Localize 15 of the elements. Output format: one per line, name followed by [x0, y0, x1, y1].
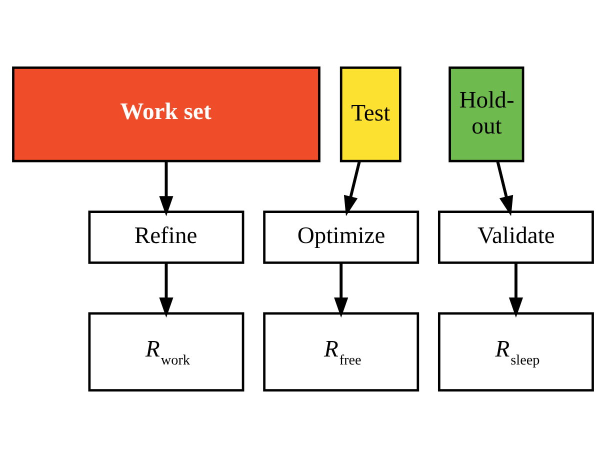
node-box: Test: [340, 66, 402, 162]
node-box: Hold-out: [448, 66, 524, 162]
node-box: Validate: [438, 210, 594, 264]
arrow: [334, 262, 348, 318]
arrow: [159, 160, 174, 216]
node-box: Optimize: [263, 210, 420, 264]
arrow: [344, 160, 361, 216]
node-box: Refine: [88, 210, 244, 264]
node-box: R$_{free}$: [263, 312, 420, 391]
arrow: [508, 262, 523, 318]
arrow: [496, 160, 514, 216]
node-box: R$_{sleep}$: [438, 312, 594, 391]
node-box: Work set: [12, 66, 320, 162]
arrow: [159, 262, 174, 318]
node-box: R$_{work}$: [88, 312, 244, 391]
